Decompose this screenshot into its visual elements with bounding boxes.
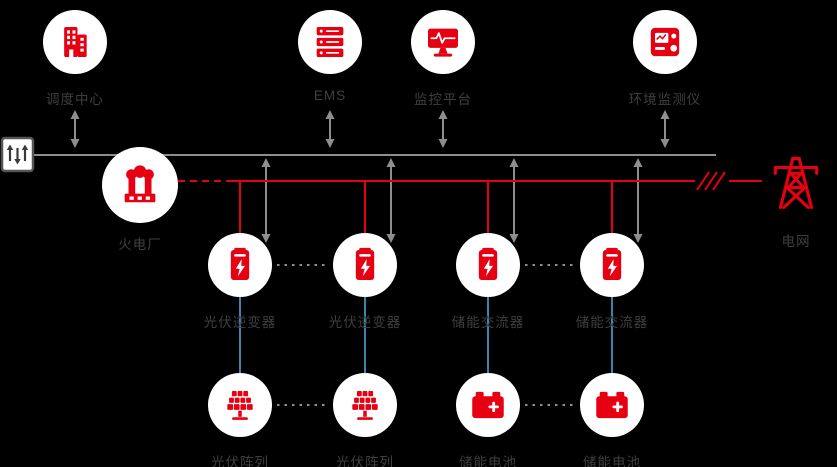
pv-array-1-label: 光伏阵列	[211, 455, 269, 467]
line-break-marks	[696, 171, 726, 191]
thermal-plant-label: 火电厂	[118, 237, 162, 252]
pv-inverter-1-label: 光伏逆变器	[203, 315, 277, 330]
storage-battery-2-circle	[580, 373, 644, 437]
environment-monitor-circle	[633, 10, 697, 74]
solar-panel-icon	[352, 391, 378, 420]
power-grid-label: 电网	[781, 234, 811, 249]
comm-arrows	[70, 110, 670, 243]
pv-array-1-circle	[208, 373, 272, 437]
dispatch-center-circle	[43, 10, 107, 74]
dc-links	[239, 297, 613, 373]
dispatch-center-label: 调度中心	[46, 92, 104, 107]
node-pv-array-1: 光伏阵列	[208, 373, 272, 467]
node-storage-battery-2: 储能电池	[580, 373, 644, 467]
monitor-icon	[428, 28, 458, 57]
transmission-tower-icon	[773, 156, 819, 210]
pv-inverter-2-label: 光伏逆变器	[328, 315, 402, 330]
monitoring-platform-circle	[411, 10, 475, 74]
monitoring-platform-label: 监控平台	[414, 92, 472, 107]
storage-converter-2-label: 储能交流器	[575, 315, 649, 330]
node-pv-inverter-1: 光伏逆变器	[204, 233, 275, 330]
storage-converter-1-label: 储能交流器	[451, 315, 525, 330]
node-monitoring-platform: 监控平台	[411, 10, 475, 107]
ems-circle	[298, 10, 362, 74]
thermal-plant-circle	[102, 147, 178, 223]
storage-battery-1-label: 储能电池	[459, 455, 517, 467]
inverter-icon	[355, 247, 375, 280]
power-bus-line	[178, 180, 762, 236]
dotted-links	[277, 264, 576, 406]
battery-icon	[596, 391, 628, 419]
storage-battery-2-label: 储能电池	[583, 455, 641, 467]
pv-inverter-1-circle	[208, 233, 272, 297]
node-storage-converter-1: 储能交流器	[452, 233, 523, 330]
building-icon	[64, 27, 87, 57]
inverter-icon	[230, 247, 250, 280]
server-icon	[316, 27, 344, 57]
environment-monitor-label: 环境监测仪	[628, 92, 702, 107]
solar-panel-icon	[227, 391, 253, 420]
node-environment-monitor: 环境监测仪	[629, 10, 700, 107]
converter-icon	[478, 247, 498, 280]
node-storage-converter-2: 储能交流器	[576, 233, 647, 330]
node-storage-battery-1: 储能电池	[456, 373, 520, 467]
storage-battery-1-circle	[456, 373, 520, 437]
pv-inverter-2-circle	[333, 233, 397, 297]
node-pv-array-2: 光伏阵列	[333, 373, 397, 467]
pv-array-2-circle	[333, 373, 397, 437]
node-power-grid: 电网	[764, 150, 828, 249]
node-dispatch-center: 调度中心	[43, 10, 107, 107]
pv-array-2-label: 光伏阵列	[336, 455, 394, 467]
node-thermal-plant: 火电厂	[102, 147, 178, 252]
ems-label: EMS	[313, 88, 347, 103]
converter-icon	[602, 247, 622, 280]
storage-converter-1-circle	[456, 233, 520, 297]
battery-icon	[472, 391, 504, 419]
node-pv-inverter-2: 光伏逆变器	[329, 233, 400, 330]
node-ems: EMS	[298, 10, 362, 103]
gauge-device-icon	[650, 27, 680, 57]
power-plant-icon	[124, 165, 156, 203]
storage-converter-2-circle	[580, 233, 644, 297]
meter-icon	[0, 136, 35, 173]
